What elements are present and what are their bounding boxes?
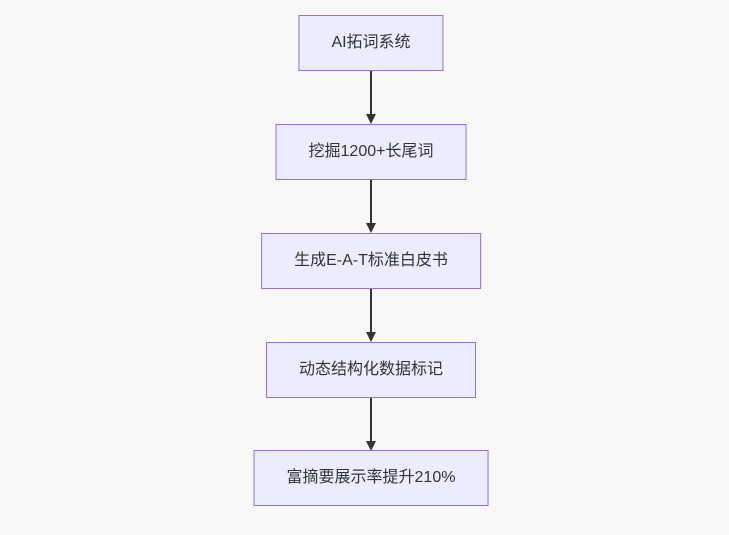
arrow-down-icon	[366, 71, 376, 124]
arrow-down-icon	[366, 289, 376, 342]
flow-node-label: 挖掘1200+长尾词	[308, 143, 434, 160]
flow-node-structured-data: 动态结构化数据标记	[265, 342, 477, 398]
arrowhead-icon	[366, 114, 376, 124]
arrowhead-icon	[366, 332, 376, 342]
arrow-stem	[370, 289, 372, 332]
flow-node-label: 动态结构化数据标记	[298, 361, 444, 378]
arrowhead-icon	[366, 223, 376, 233]
arrow-stem	[370, 180, 372, 223]
flow-node-label: 生成E-A-T标准白皮书	[294, 252, 448, 269]
flow-node-ai-system: AI拓词系统	[298, 15, 444, 71]
arrowhead-icon	[366, 441, 376, 451]
arrow-down-icon	[366, 180, 376, 233]
arrow-down-icon	[366, 398, 376, 451]
flow-node-longtail-keywords: 挖掘1200+长尾词	[275, 124, 467, 180]
arrow-stem	[370, 398, 372, 441]
flow-node-label: AI拓词系统	[331, 34, 411, 51]
flow-node-eat-whitepaper: 生成E-A-T标准白皮书	[261, 233, 481, 289]
flow-node-rich-snippet-result: 富摘要展示率提升210%	[253, 450, 489, 506]
arrow-stem	[370, 71, 372, 114]
flow-node-label: 富摘要展示率提升210%	[286, 469, 456, 486]
